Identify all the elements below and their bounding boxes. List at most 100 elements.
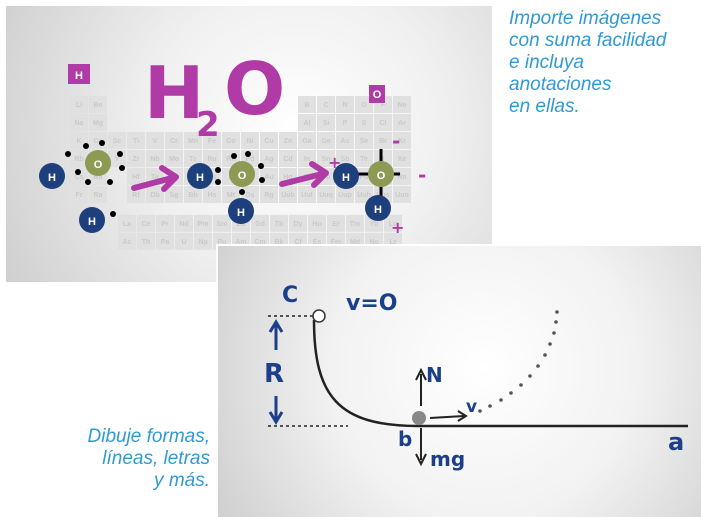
svg-text:Rh: Rh [226, 156, 235, 163]
svg-text:Na: Na [75, 120, 84, 127]
svg-text:Ge: Ge [321, 138, 330, 145]
periodic-cell: N [336, 96, 354, 113]
svg-text:U: U [181, 239, 186, 246]
svg-text:Mt: Mt [227, 192, 236, 199]
label-a: a [668, 428, 684, 456]
svg-text:Ca: Ca [94, 138, 103, 145]
periodic-cell: Zr [127, 150, 145, 167]
periodic-cell: Md [346, 232, 364, 250]
atom-hydrogen-1b [79, 207, 105, 233]
periodic-cell: Cr [165, 132, 183, 149]
formula-subscript: 2 [196, 105, 220, 145]
svg-text:Ru: Ru [207, 156, 216, 163]
periodic-cell: Fm [327, 232, 345, 250]
svg-text:O: O [238, 170, 247, 182]
svg-text:Pr: Pr [161, 221, 169, 228]
svg-text:Mn: Mn [188, 138, 198, 145]
periodic-cell: Rb [70, 150, 88, 167]
svg-text:Cf: Cf [294, 239, 302, 246]
periodic-cell: Ca [89, 132, 107, 149]
periodic-cell: Bh [184, 186, 202, 203]
label-b: b [398, 427, 412, 451]
periodic-cell: Ac [118, 232, 136, 250]
periodic-cell: Lr [384, 232, 402, 250]
periodic-cell: Be [89, 96, 107, 113]
periodic-cell: U [175, 232, 193, 250]
svg-text:Bh: Bh [188, 192, 197, 199]
periodic-cell: Uuq [317, 186, 335, 203]
svg-text:Uus: Uus [376, 192, 389, 199]
periodic-cell: Ne [393, 96, 411, 113]
svg-text:Mo: Mo [169, 156, 179, 163]
svg-text:As: As [341, 138, 350, 145]
atom-hydrogen-2b [228, 198, 254, 224]
svg-text:Nb: Nb [150, 156, 159, 163]
svg-text:Ac: Ac [123, 239, 132, 246]
atom-oxygen-2 [229, 161, 255, 187]
label-v: v [466, 397, 477, 417]
atom-hydrogen-3b [365, 195, 391, 221]
periodic-cell: Es [308, 232, 326, 250]
periodic-cell: Rg [260, 186, 278, 203]
svg-text:Cm: Cm [254, 239, 265, 246]
label-n: N [426, 363, 443, 387]
svg-text:Uuh: Uuh [357, 192, 371, 199]
svg-text:Sm: Sm [217, 221, 228, 228]
periodic-cell: Uub [279, 186, 297, 203]
periodic-cell: Hf [127, 168, 145, 185]
svg-text:Rf: Rf [132, 192, 140, 199]
periodic-cell: No [365, 232, 383, 250]
svg-text:Sn: Sn [322, 156, 331, 163]
svg-text:Kr: Kr [398, 138, 406, 145]
periodic-cell: Dy [289, 214, 307, 232]
periodic-cell: C [317, 96, 335, 113]
svg-text:Ni: Ni [247, 138, 254, 145]
svg-text:Fe: Fe [208, 138, 216, 145]
svg-text:Rg: Rg [264, 192, 273, 199]
periodic-cell: Nb [146, 150, 164, 167]
periodic-cell: Ru [203, 150, 221, 167]
periodic-cell: P [336, 114, 354, 131]
svg-text:H: H [75, 70, 83, 82]
periodic-cell: Ni [241, 132, 259, 149]
charge-minus-1: - [392, 129, 400, 153]
svg-text:H: H [196, 172, 204, 184]
svg-text:Si: Si [323, 120, 330, 127]
periodic-cell: Co [222, 132, 240, 149]
svg-text:Xe: Xe [398, 156, 407, 163]
svg-text:Pu: Pu [218, 239, 227, 246]
periodic-cell: Er [327, 214, 345, 232]
periodic-cell: S [355, 114, 373, 131]
svg-text:Bk: Bk [275, 239, 284, 246]
periodic-cell: Ar [393, 114, 411, 131]
svg-text:Tb: Tb [275, 221, 284, 228]
svg-text:Mg: Mg [93, 120, 103, 127]
svg-text:Pm: Pm [198, 221, 209, 228]
svg-text:Se: Se [360, 138, 369, 145]
physics-image-panel: C v=O R N v b mg a [218, 246, 701, 517]
svg-text:Ar: Ar [398, 120, 406, 127]
svg-text:Cl: Cl [380, 120, 387, 127]
atom-hydrogen-2a [187, 163, 213, 189]
svg-text:Db: Db [150, 192, 159, 199]
svg-text:Ta: Ta [151, 174, 159, 181]
periodic-cell: Cl [374, 114, 392, 131]
svg-text:Ne: Ne [398, 102, 407, 109]
curved-track [312, 319, 419, 428]
svg-text:Lr: Lr [390, 239, 397, 246]
ball-bottom [412, 411, 426, 425]
svg-text:Ra: Ra [94, 192, 103, 199]
svg-text:Co: Co [226, 138, 235, 145]
periodic-cell: Ga [298, 132, 316, 149]
periodic-cell: O [355, 96, 373, 113]
svg-text:Yb: Yb [370, 221, 379, 228]
svg-text:Np: Np [198, 239, 207, 246]
svg-text:Ti: Ti [133, 138, 139, 145]
periodic-cell: Ds [241, 186, 259, 203]
periodic-cell: Fe [203, 132, 221, 149]
label-v0: v=O [346, 291, 397, 316]
periodic-cell: Gd [251, 214, 269, 232]
label-c: C [282, 283, 298, 308]
svg-text:Er: Er [332, 221, 340, 228]
atom-hydrogen-1a [39, 163, 65, 189]
